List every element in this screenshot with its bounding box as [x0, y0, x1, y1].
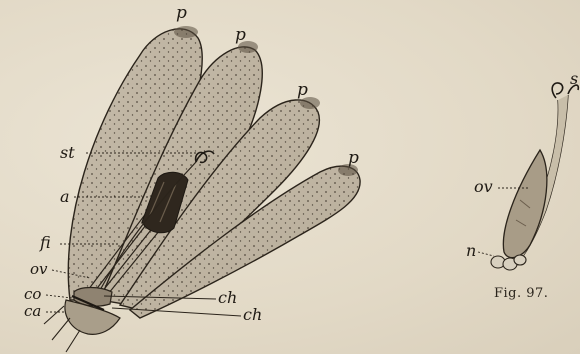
label-ovary-fig97: ov — [474, 177, 493, 196]
label-petal-4: p — [348, 148, 359, 168]
label-calyx: ca — [24, 302, 41, 320]
label-chalaza-2: ch — [243, 305, 262, 324]
label-stigma: st — [60, 143, 75, 162]
pistil-drawing — [491, 83, 578, 270]
label-stigma-fig97: s — [570, 69, 578, 88]
label-nectary: n — [466, 241, 476, 260]
flower-drawing — [44, 26, 360, 352]
label-petal-1: p — [176, 3, 187, 23]
label-anther: a — [60, 187, 70, 206]
label-corolla: co — [24, 285, 41, 303]
figure-caption: Fig. 97. — [494, 286, 548, 301]
label-petal-3: p — [297, 80, 308, 100]
label-ovary: ov — [30, 260, 48, 278]
label-chalaza-1: ch — [218, 288, 237, 307]
label-petal-2: p — [235, 25, 246, 45]
label-filament: fi — [39, 233, 51, 252]
